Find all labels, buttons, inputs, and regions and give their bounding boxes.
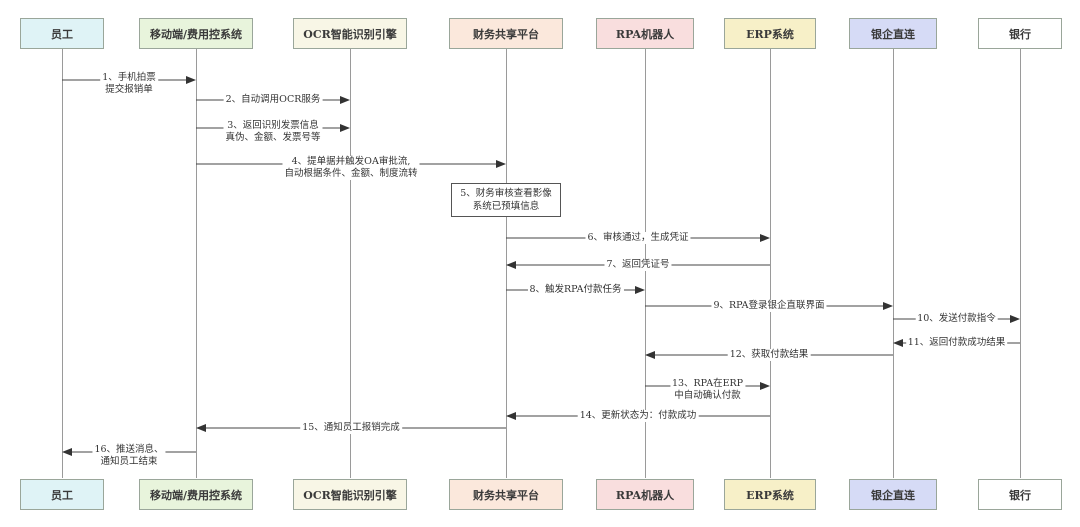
participant-erp-bottom: ERP系统	[724, 479, 816, 510]
message-label-4: 4、提单据并触发OA审批流,自动根据条件、金额、制度流转	[282, 156, 420, 180]
message-label-10: 10、发送付款指令	[915, 313, 998, 325]
participant-mobile-top: 移动端/费用控系统	[139, 18, 253, 49]
message-label-9: 9、RPA登录银企直联界面	[711, 300, 827, 312]
participant-bank-bottom: 银行	[978, 479, 1062, 510]
lifeline-mobile	[196, 48, 197, 478]
message-label-6: 6、审核通过，生成凭证	[585, 232, 691, 244]
lifeline-ocr	[350, 48, 351, 478]
participant-bank-top: 银行	[978, 18, 1062, 49]
participant-rpa-top: RPA机器人	[596, 18, 694, 49]
participant-ocr-bottom: OCR智能识别引擎	[293, 479, 407, 510]
message-label-2: 2、自动调用OCR服务	[223, 94, 323, 106]
message-label-16: 16、推送消息、通知员工结束	[92, 444, 166, 468]
lifeline-erp	[770, 48, 771, 478]
message-label-15: 15、通知员工报销完成	[300, 422, 402, 434]
participant-erp-top: ERP系统	[724, 18, 816, 49]
lifeline-bankdirect	[893, 48, 894, 478]
message-label-8: 8、触发RPA付款任务	[527, 284, 624, 296]
participant-bankdirect-top: 银企直连	[849, 18, 937, 49]
participant-employee-bottom: 员工	[20, 479, 104, 510]
participant-rpa-bottom: RPA机器人	[596, 479, 694, 510]
message-label-1: 1、手机拍票提交报销单	[100, 72, 158, 96]
lifeline-employee	[62, 48, 63, 478]
participant-ocr-top: OCR智能识别引擎	[293, 18, 407, 49]
lifeline-bank	[1020, 48, 1021, 478]
participant-employee-top: 员工	[20, 18, 104, 49]
participant-bankdirect-bottom: 银企直连	[849, 479, 937, 510]
participant-mobile-bottom: 移动端/费用控系统	[139, 479, 253, 510]
message-label-12: 12、获取付款结果	[727, 349, 811, 361]
note-step-5: 5、财务审核查看影像系统已预填信息	[451, 183, 561, 217]
participant-finance-bottom: 财务共享平台	[449, 479, 563, 510]
message-label-11: 11、返回付款成功结果	[905, 337, 1008, 349]
message-label-3: 3、返回识别发票信息真伪、金额、发票号等	[223, 120, 323, 144]
participant-finance-top: 财务共享平台	[449, 18, 563, 49]
message-label-14: 14、更新状态为：付款成功	[577, 410, 699, 422]
message-label-7: 7、返回凭证号	[604, 259, 672, 271]
